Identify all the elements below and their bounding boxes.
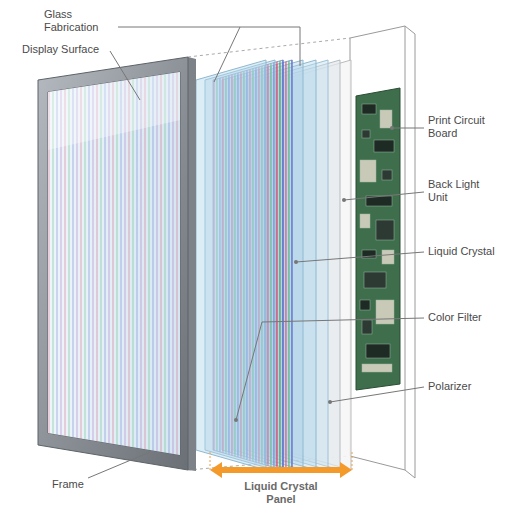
- display-stripe: [164, 74, 166, 453]
- leader-line: [88, 452, 150, 478]
- leader-dots: [234, 126, 394, 422]
- part-label: Display Surface: [22, 43, 110, 56]
- part-label: Frame: [52, 478, 112, 491]
- bracket-tick: [210, 452, 211, 470]
- panel-bracket-arrow: [210, 462, 352, 478]
- part-label: Polarizer: [428, 380, 508, 393]
- leader-dot: [294, 260, 298, 264]
- display-stripe: [140, 78, 142, 449]
- leader-line: [330, 387, 424, 402]
- display-stripe: [112, 82, 114, 444]
- display-stripe: [128, 80, 130, 447]
- pcb-chip: [360, 214, 370, 228]
- pcb-chip: [374, 140, 394, 152]
- leader-line: [344, 192, 424, 200]
- display-stripe: [172, 73, 174, 454]
- panel-layers: [196, 60, 351, 470]
- frame-side: [188, 57, 196, 471]
- pcb-chip: [366, 344, 390, 358]
- housing-edge: [405, 26, 406, 470]
- leader-line: [236, 318, 424, 420]
- bracket-label: Liquid Crystal Panel: [236, 480, 326, 506]
- housing: [350, 26, 415, 478]
- part-label: Glass Fabrication: [44, 8, 116, 34]
- display-stripe: [136, 78, 138, 448]
- display-stripe: [120, 81, 122, 446]
- pcb-chip: [360, 300, 370, 310]
- part-label: Color Filter: [428, 311, 508, 324]
- filter-stripe: [291, 60, 293, 470]
- leader-dot: [328, 400, 332, 404]
- filter-stripe: [288, 61, 290, 470]
- leader-lines: [88, 27, 424, 478]
- display-stripe: [116, 81, 118, 444]
- pcb: [356, 88, 400, 390]
- pcb-chip: [382, 170, 392, 180]
- display-stripe: [176, 72, 178, 454]
- pcb-chip: [362, 364, 392, 372]
- display-stripe: [148, 77, 150, 450]
- display-stripe: [152, 76, 154, 451]
- pcb-chip: [362, 104, 376, 114]
- pcb-chip: [382, 250, 394, 264]
- leader-dot: [234, 418, 238, 422]
- part-label: Back Light Unit: [428, 178, 494, 204]
- leader-line: [392, 128, 424, 129]
- leader-dot: [342, 198, 346, 202]
- leader-line: [118, 27, 300, 66]
- display-stripe: [160, 75, 162, 452]
- part-label: Print Circuit Board: [428, 114, 508, 140]
- pcb-chip: [364, 272, 386, 288]
- filter-stripe: [279, 61, 281, 470]
- leader-line: [296, 252, 424, 262]
- pcb-chip: [360, 160, 376, 182]
- display-surface: [48, 72, 180, 455]
- panel-layer: [196, 60, 266, 470]
- pcb-chip: [362, 130, 370, 138]
- pcb-chip: [380, 110, 392, 128]
- perspective-line: [188, 38, 350, 57]
- leader-line: [110, 51, 140, 100]
- pcb-chip: [376, 220, 394, 240]
- bracket-tick: [352, 452, 353, 470]
- pcb-components: [360, 104, 394, 372]
- display-stripe: [124, 80, 126, 446]
- glass-reflection: [48, 72, 180, 150]
- filter-stripe: [282, 60, 284, 470]
- leader-line: [214, 27, 240, 82]
- display-stripe: [132, 79, 134, 447]
- frame: [38, 57, 188, 470]
- display-stripe: [144, 77, 146, 449]
- filter-stripe: [285, 61, 287, 468]
- pcb-chip: [362, 320, 372, 334]
- display-stripe: [156, 75, 158, 451]
- filter-stripe: [276, 61, 278, 468]
- leader-dot: [390, 126, 394, 130]
- pcb-chip: [376, 300, 394, 324]
- display-stripe: [168, 74, 170, 454]
- display-stripe: [108, 83, 110, 444]
- part-label: Liquid Crystal: [428, 245, 508, 258]
